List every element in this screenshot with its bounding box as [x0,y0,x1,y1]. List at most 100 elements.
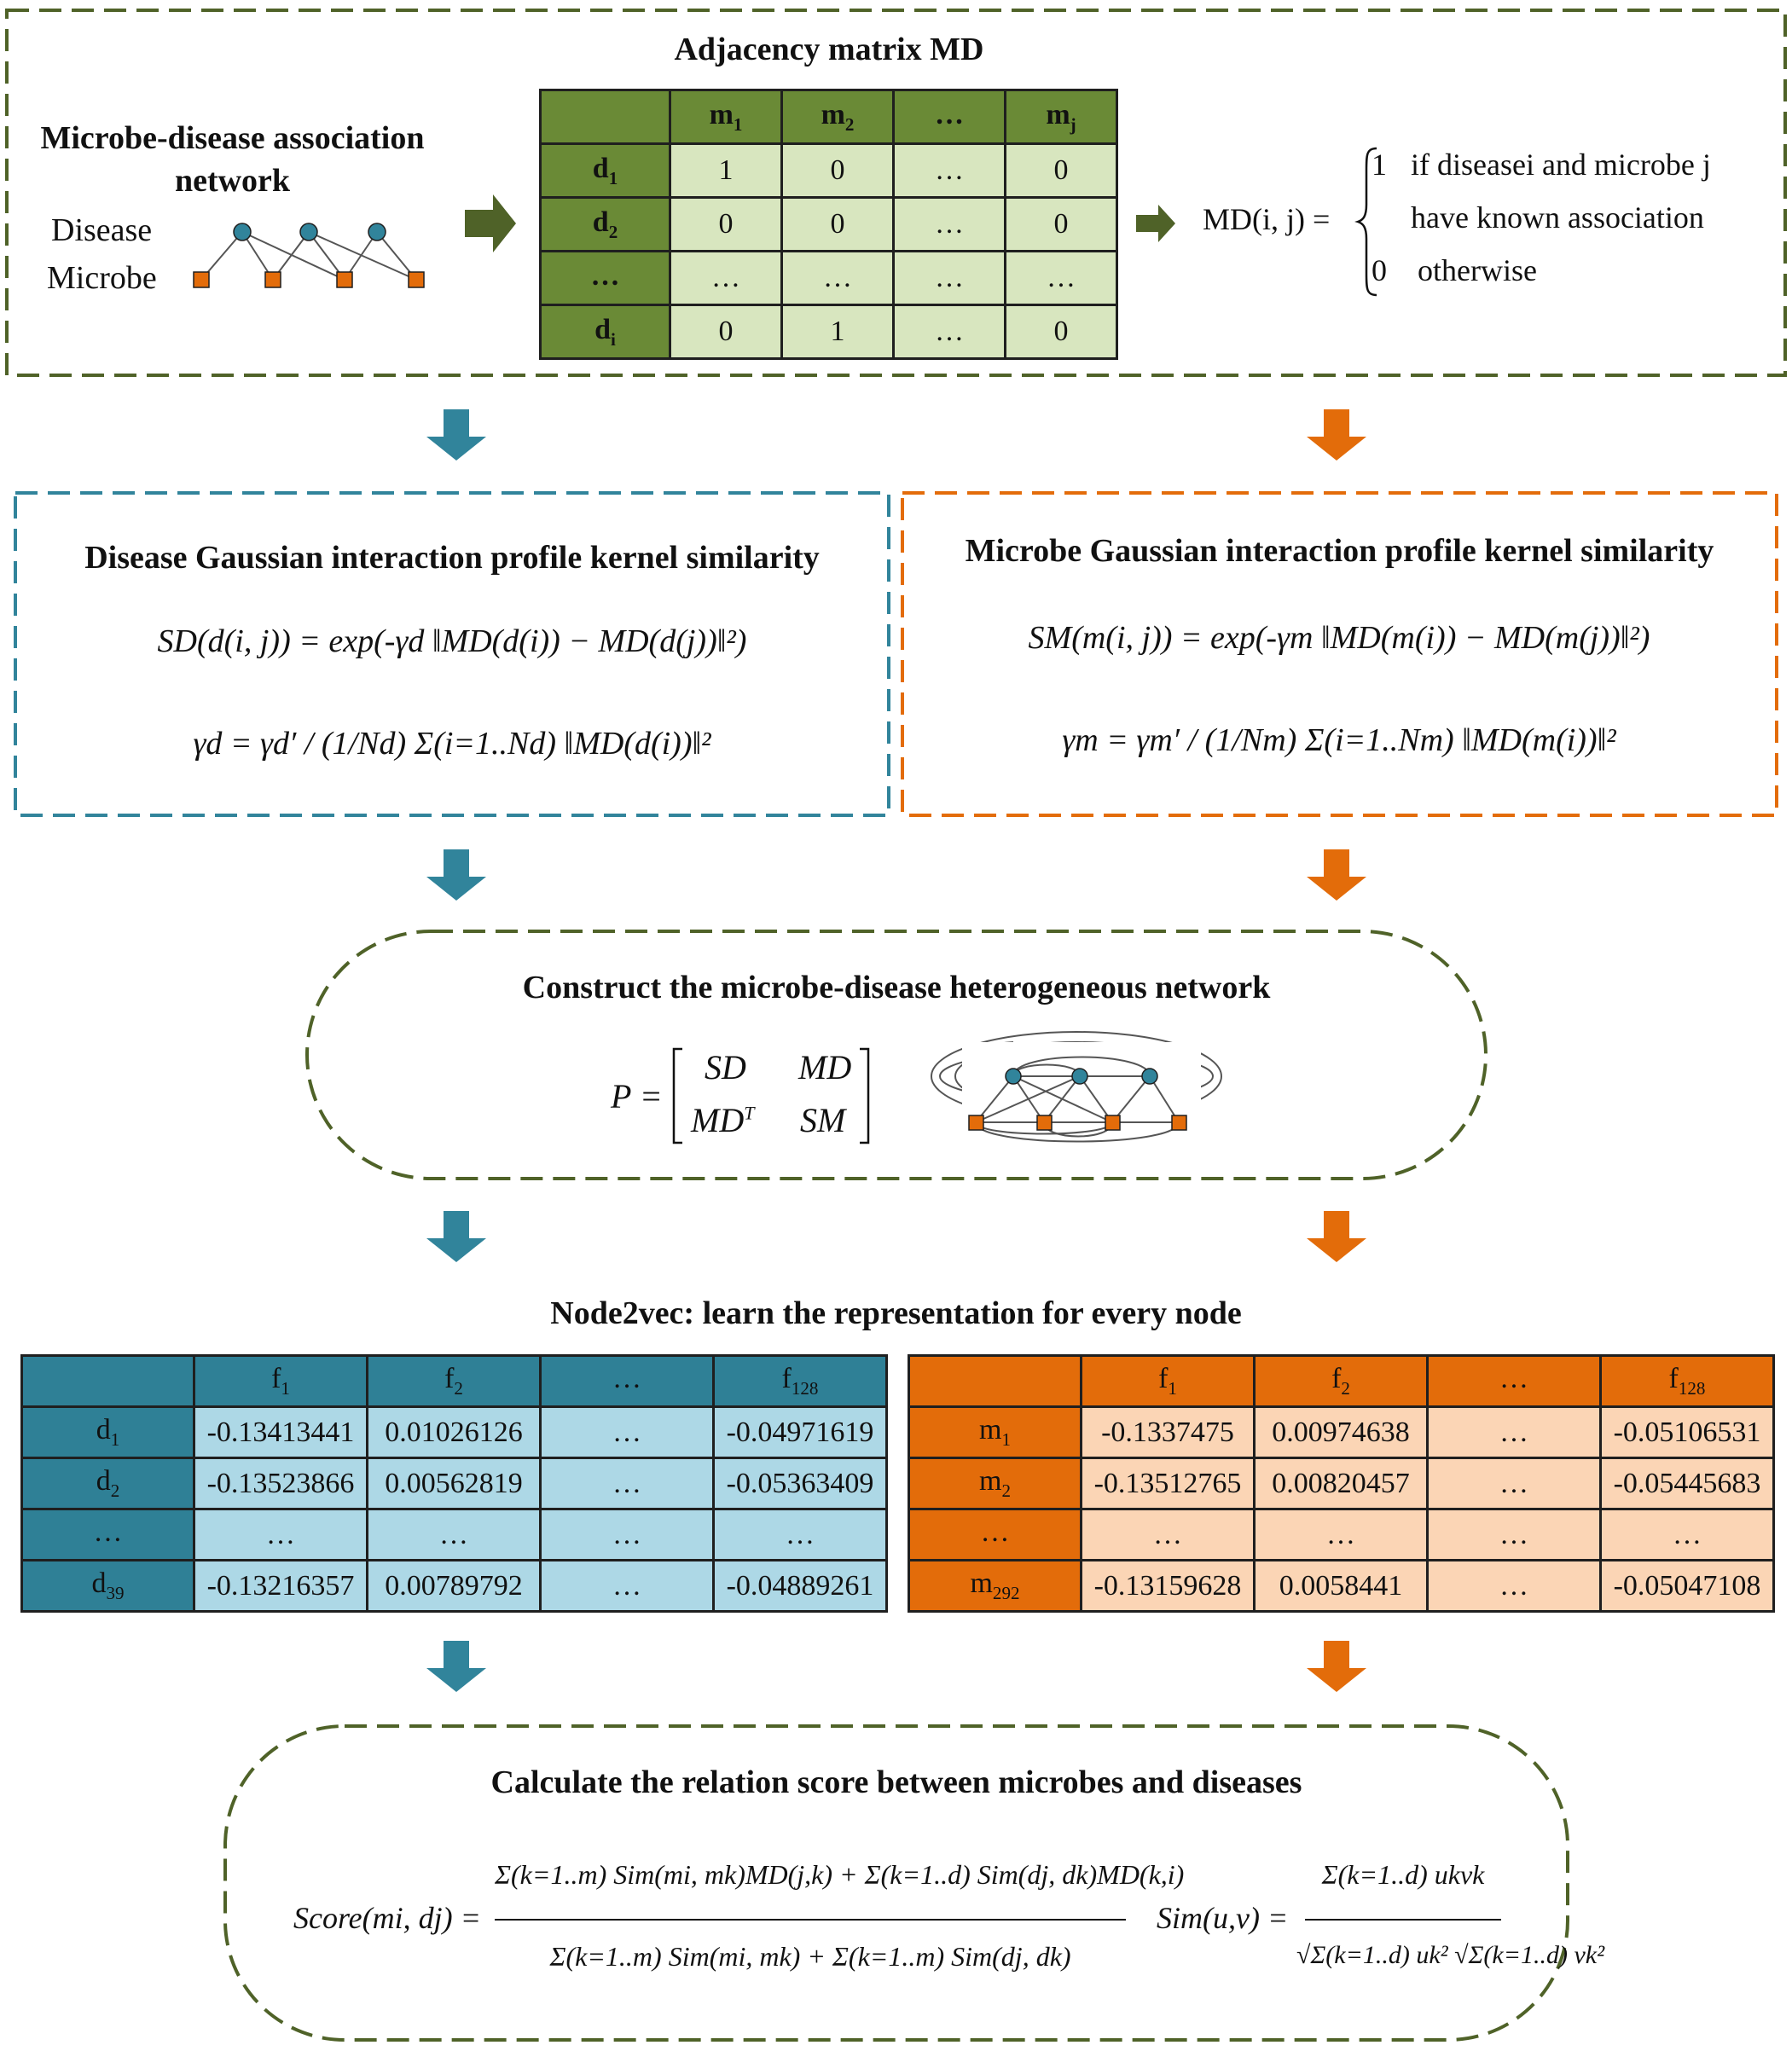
disease-label: Disease [51,212,153,248]
section1-frame [5,9,1787,377]
matrix-cell: 1 [669,142,783,199]
green-arrow-right-2 [1136,205,1175,242]
embedding-cell: -0.05047108 [1599,1559,1775,1613]
disease-node [233,223,252,241]
arrow-down-blue-3 [426,1211,486,1262]
microbe-node [408,271,425,288]
embedding-row-header: m1 [908,1405,1082,1459]
embedding-col-header: f128 [712,1354,888,1408]
table-row: d2 -0.13523866 0.00562819 … -0.05363409 [20,1457,888,1510]
embedding-row-header: d2 [20,1457,195,1510]
matrix-cell: … [892,250,1006,306]
p-matrix-sd: SD [705,1048,746,1086]
matrix-col-header: mj [1004,89,1118,145]
arrow-down-orange-3 [1307,1211,1366,1262]
microbe-similarity-title: Microbe Gaussian interaction profile ker… [965,533,1714,569]
embedding-cell: … [539,1457,715,1510]
embedding-cell: -0.13523866 [193,1457,368,1510]
embedding-cell: 0.00562819 [366,1457,542,1510]
embedding-col-header: … [1426,1354,1602,1408]
matrix-header-row: m1 m2 … mj [539,89,1118,145]
embedding-cell: -0.13512765 [1080,1457,1256,1510]
score-title: Calculate the relation score between mic… [490,1764,1302,1800]
embedding-row-header: d1 [20,1405,195,1459]
embedding-cell: -0.13216357 [193,1559,368,1613]
embedding-cell: 0.0058441 [1253,1559,1429,1613]
matrix-cell: … [1004,250,1118,306]
table-row: m2 -0.13512765 0.00820457 … -0.05445683 [908,1457,1775,1510]
heterogeneous-network-title: Construct the microbe-disease heterogene… [522,970,1271,1005]
md-rule-case2-text: otherwise [1418,253,1537,287]
disease-similarity-title: Disease Gaussian interaction profile ker… [84,540,820,576]
embedding-col-header: f1 [1080,1354,1256,1408]
embedding-cell: … [1253,1508,1429,1561]
disease-node [299,223,318,241]
microbe-nodes [193,271,425,288]
table-row: m292 -0.13159628 0.0058441 … -0.05047108 [908,1559,1775,1613]
matrix-cell: 0 [669,304,783,360]
table-row: m1 -0.1337475 0.00974638 … -0.05106531 [908,1405,1775,1459]
matrix-row-header: d2 [539,196,671,252]
md-rule-case1-line2: have known association [1411,200,1704,235]
embedding-col-header: f2 [1253,1354,1429,1408]
embedding-cell: … [366,1508,542,1561]
p-matrix-brackets [672,1047,870,1144]
microbe-similarity-frame [901,491,1778,817]
heterogeneous-network-frame [305,930,1488,1180]
microbe-node [193,271,210,288]
matrix-row-header: di [539,304,671,360]
embedding-cell: … [1080,1508,1256,1561]
matrix-row: di 0 1 … 0 [539,304,1118,360]
disease-nodes [233,223,386,241]
table-row: … … … … … [20,1508,888,1561]
brace-icon [1354,147,1377,297]
sim-fraction-bar [1305,1919,1501,1921]
matrix-cell: … [892,304,1006,360]
network-title-line2: network [174,163,291,199]
arrow-down-blue-4 [426,1641,486,1692]
het-microbe-node [1171,1115,1187,1131]
arrow-down-blue-1 [426,409,486,461]
heterogeneous-network-drawing [962,1042,1201,1144]
arrow-down-orange-4 [1307,1641,1366,1692]
arrow-down-orange-2 [1307,849,1366,901]
embedding-cell: … [539,1405,715,1459]
network-title-line1: Microbe-disease association [40,120,425,156]
embedding-cell: -0.05106531 [1599,1405,1775,1459]
gamma-d-formula: γd = γd′ / (1/Nd) Σ(i=1..Nd) ‖MD(d(i))‖² [193,726,711,762]
matrix-cell: 0 [780,196,895,252]
score-lhs: Score(mi, dj) = [293,1901,481,1935]
embedding-col-header: f128 [1599,1354,1775,1408]
table-row: d39 -0.13216357 0.00789792 … -0.04889261 [20,1559,888,1613]
embedding-row-header: m292 [908,1559,1082,1613]
embedding-cell: 0.00820457 [1253,1457,1429,1510]
embedding-cell: -0.05363409 [712,1457,888,1510]
gamma-m-formula: γm = γm′ / (1/Nm) Σ(i=1..Nm) ‖MD(m(i))‖² [1062,722,1616,758]
disease-node [368,223,386,241]
p-matrix-sm: SM [800,1101,846,1139]
embedding-cell: … [539,1559,715,1613]
embedding-cell: 0.01026126 [366,1405,542,1459]
embedding-cell: … [1426,1559,1602,1613]
embedding-cell: -0.13413441 [193,1405,368,1459]
table-row: d1 -0.13413441 0.01026126 … -0.04971619 [20,1405,888,1459]
embedding-cell: … [1599,1508,1775,1561]
matrix-cell: 0 [780,142,895,199]
embedding-row-header: … [908,1508,1082,1561]
microbe-node [264,271,281,288]
microbe-similarity-formula: SM(m(i, j)) = exp(-γm ‖MD(m(i)) − MD(m(j… [1028,620,1650,656]
embedding-row-header: … [20,1508,195,1561]
embedding-col-header: f2 [366,1354,542,1408]
p-matrix-lhs: P = [611,1077,663,1115]
sim-lhs: Sim(u,v) = [1157,1901,1289,1935]
embedding-col-header: … [539,1354,715,1408]
md-rule-lhs: MD(i, j) = [1203,202,1331,236]
sim-numerator: Σ(k=1..d) ukvk [1321,1859,1485,1890]
microbe-embedding-table: f1 f2 … f128 m1 -0.1337475 0.00974638 … … [908,1354,1775,1613]
md-rule-case1-line1: if diseasei and microbe j [1411,148,1711,182]
p-matrix-md-transpose: MDT [691,1101,755,1139]
arrow-down-orange-1 [1307,409,1366,461]
score-denominator: Σ(k=1..m) Sim(mi, mk) + Σ(k=1..m) Sim(dj… [549,1941,1071,1972]
het-microbe-node [1036,1115,1053,1131]
embedding-cell: -0.1337475 [1080,1405,1256,1459]
